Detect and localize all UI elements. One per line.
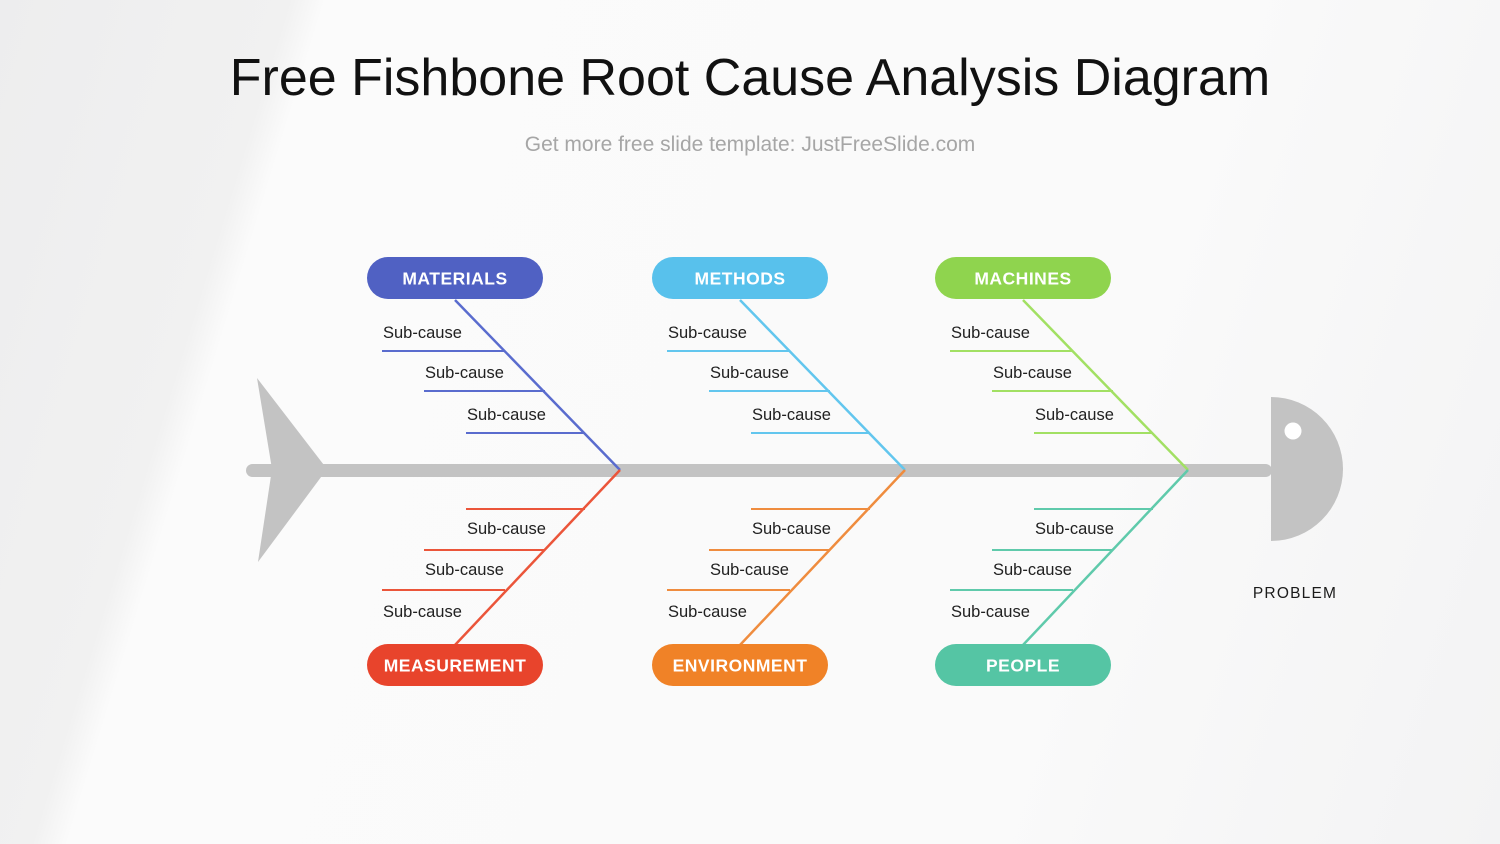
category-materials: Sub-cause Sub-cause Sub-cause MATERIALS: [367, 257, 621, 471]
category-pill-label: MACHINES: [974, 269, 1071, 289]
category-methods: Sub-cause Sub-cause Sub-cause METHODS: [652, 257, 906, 471]
fish-head-icon: [1271, 397, 1343, 541]
slide-subtitle: Get more free slide template: JustFreeSl…: [524, 133, 976, 156]
category-pill: [367, 644, 543, 686]
category-pill-label: ENVIRONMENT: [673, 656, 808, 676]
category-pill: [935, 257, 1111, 299]
sub-cause-label: Sub-cause: [710, 561, 789, 579]
sub-cause-label: Sub-cause: [710, 364, 789, 382]
sub-cause-label: Sub-cause: [752, 406, 831, 424]
sub-cause-label: Sub-cause: [951, 324, 1030, 342]
sub-cause-label: Sub-cause: [425, 364, 504, 382]
category-pill: [652, 644, 828, 686]
category-pill-label: PEOPLE: [986, 656, 1060, 676]
sub-cause-label: Sub-cause: [425, 561, 504, 579]
cause-bone: [739, 469, 906, 646]
sub-cause-label: Sub-cause: [467, 520, 546, 538]
problem-label: PROBLEM: [1253, 585, 1337, 602]
fish-eye-icon: [1284, 422, 1302, 440]
category-pill-label: METHODS: [695, 269, 786, 289]
sub-cause-label: Sub-cause: [951, 603, 1030, 621]
fish-spine: [246, 464, 1272, 477]
category-pill: [935, 644, 1111, 686]
sub-cause-label: Sub-cause: [1035, 520, 1114, 538]
sub-cause-label: Sub-cause: [752, 520, 831, 538]
cause-bone: [739, 299, 906, 471]
cause-bone: [1022, 299, 1189, 471]
sub-cause-label: Sub-cause: [668, 603, 747, 621]
cause-bone: [1022, 469, 1189, 646]
cause-bone: [454, 299, 621, 471]
cause-bone: [454, 469, 621, 646]
sub-cause-label: Sub-cause: [383, 603, 462, 621]
sub-cause-label: Sub-cause: [383, 324, 462, 342]
sub-cause-label: Sub-cause: [993, 364, 1072, 382]
category-measurement: Sub-cause Sub-cause Sub-cause MEASUREMEN…: [367, 469, 621, 686]
category-environment: Sub-cause Sub-cause Sub-cause ENVIRONMEN…: [652, 469, 906, 686]
category-pill-label: MATERIALS: [402, 269, 507, 289]
sub-cause-label: Sub-cause: [993, 561, 1072, 579]
category-people: Sub-cause Sub-cause Sub-cause PEOPLE: [935, 469, 1189, 686]
category-pill: [367, 257, 543, 299]
slide-title: Free Fishbone Root Cause Analysis Diagra…: [229, 49, 1271, 107]
sub-cause-label: Sub-cause: [1035, 406, 1114, 424]
sub-cause-label: Sub-cause: [668, 324, 747, 342]
category-machines: Sub-cause Sub-cause Sub-cause MACHINES: [935, 257, 1189, 471]
sub-cause-label: Sub-cause: [467, 406, 546, 424]
category-pill: [652, 257, 828, 299]
category-pill-label: MEASUREMENT: [384, 656, 527, 676]
